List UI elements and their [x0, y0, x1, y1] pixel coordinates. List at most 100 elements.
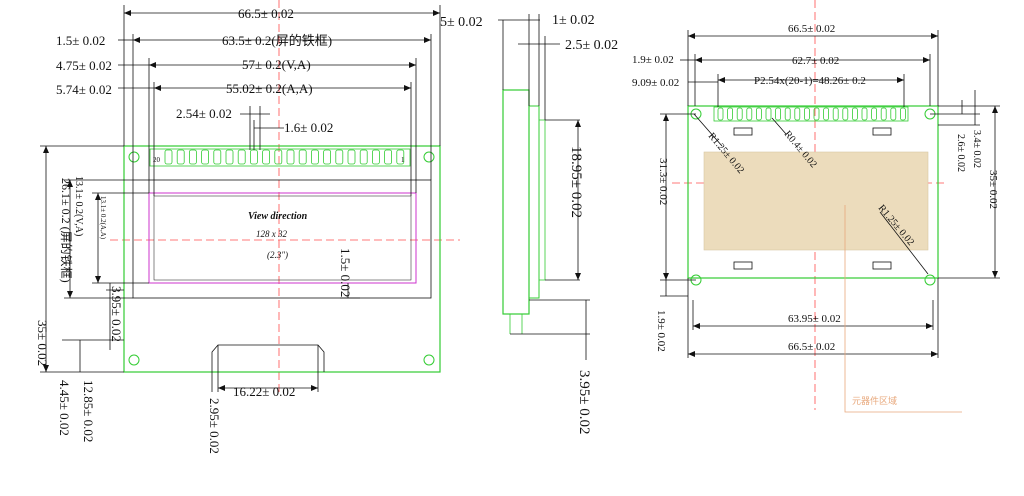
header-pin	[861, 107, 868, 121]
front-pins	[164, 149, 405, 165]
size-label: (2.3")	[267, 250, 288, 260]
dim-overall-height: 35± 0.02	[35, 320, 50, 366]
dim-aa-width: 55.02± 0.2(A,A)	[226, 81, 313, 96]
dim-va-width: 57± 0.2(V,A)	[242, 57, 311, 72]
mounting-hole-bl	[128, 354, 140, 366]
header-pin	[237, 149, 246, 165]
side-pin-header	[538, 119, 546, 281]
mounting-hole-br	[423, 354, 435, 366]
dim-back-3-4: 3.4± 0.02	[971, 130, 982, 168]
header-pin	[890, 107, 897, 121]
header-pin	[727, 107, 733, 121]
header-pin	[900, 107, 906, 121]
header-pin	[176, 149, 185, 165]
back-slot-tl	[733, 127, 753, 136]
header-pin	[823, 107, 829, 121]
header-pin	[832, 107, 839, 121]
pin-label-last: 1	[401, 156, 405, 164]
header-pin	[286, 149, 295, 165]
side-lcd-body	[528, 105, 540, 299]
dim-4-45: 4.45± 0.02	[57, 380, 72, 436]
header-pin	[323, 149, 332, 165]
dim-12-85: 12.85± 0.02	[81, 380, 96, 442]
dim-back-35: 35± 0.02	[987, 170, 999, 209]
dim-back-pin-row: P2.54x(20-1)=48.26± 0.2	[754, 75, 866, 87]
header-pin	[746, 107, 753, 121]
header-pin	[359, 149, 368, 165]
header-pin	[310, 149, 319, 165]
header-pin	[784, 107, 791, 121]
dim-16-22: 16.22± 0.02	[233, 384, 295, 399]
header-pin	[852, 107, 858, 121]
header-pin	[249, 149, 258, 165]
back-pcb-outline	[687, 105, 939, 279]
viewing-area	[148, 192, 417, 284]
dim-left-1-5: 1.5± 0.02	[56, 33, 105, 48]
resolution-label: 128 x 32	[256, 229, 287, 239]
dim-side-1: 1± 0.02	[552, 13, 595, 28]
back-slot-bl	[733, 261, 753, 270]
dim-frame-width: 63.5± 0.2(屏的铁框)	[222, 33, 332, 48]
dim-back-66-5-top: 66.5± 0.02	[788, 23, 835, 35]
dim-back-1-9: 1.9± 0.02	[632, 54, 674, 66]
dim-1-5-right: 1.5± 0.02	[338, 248, 353, 297]
dim-back-63-95: 63.95± 0.02	[788, 313, 841, 325]
side-pcb	[502, 89, 530, 315]
dim-side-18-95: 18.95± 0.02	[568, 146, 584, 218]
dim-frame-height: 26.1± 0.2 (屏的铁框)	[59, 178, 74, 283]
header-pin	[736, 107, 743, 121]
dim-side-5: 5± 0.02	[440, 15, 483, 30]
header-pin	[298, 149, 307, 165]
dim-side-2-5: 2.5± 0.02	[565, 38, 618, 53]
dim-left-5-74: 5.74± 0.02	[56, 82, 112, 97]
header-pin	[717, 107, 724, 121]
back-pin-strip	[713, 106, 909, 122]
mounting-hole-tr	[423, 151, 435, 163]
mounting-hole-tl	[128, 151, 140, 163]
active-area	[153, 195, 412, 281]
component-area	[703, 151, 929, 251]
back-hole-br	[924, 274, 936, 286]
dim-pin-pitch: 2.54± 0.02	[176, 106, 232, 121]
dim-back-1-9-bottom: 1.9± 0.02	[655, 310, 667, 352]
metal-frame-outline	[132, 179, 432, 299]
header-pin	[775, 107, 781, 121]
header-pin	[274, 149, 283, 165]
back-slot-br	[872, 261, 892, 270]
header-pin	[384, 149, 393, 165]
front-pcb-outline	[123, 145, 441, 373]
header-pin	[813, 107, 820, 121]
header-pin	[765, 107, 772, 121]
dim-side-3-95: 3.95± 0.02	[576, 370, 592, 434]
header-pin	[347, 149, 356, 165]
back-view: 元器件区域 66.5± 0.02 62.7± 0.02 P2.54x(20-1)…	[632, 0, 1000, 413]
dim-back-31-3: 31.3± 0.02	[657, 158, 669, 205]
header-pin	[804, 107, 810, 121]
dim-aa-height: 13.1± 0.2(A,A)	[99, 196, 107, 240]
header-pin	[201, 149, 210, 165]
front-view: 20 1 View direction 128 x 32 (2.3")	[35, 0, 460, 454]
dim-3-95-left: 3.95± 0.02	[109, 286, 124, 342]
dim-left-4-75: 4.75± 0.02	[56, 58, 112, 73]
header-pin	[880, 107, 887, 121]
header-pin	[164, 149, 173, 165]
bottom-cutout	[211, 344, 325, 372]
back-slot-tr	[872, 127, 892, 136]
side-view: 5± 0.02 1± 0.02 2.5± 0.02 18.95± 0.02 3.…	[440, 13, 618, 434]
back-pins	[717, 107, 906, 121]
dim-va-height: 13.1± 0.2(V,A)	[73, 176, 84, 236]
pin-label-first: 20	[153, 156, 161, 164]
header-pin	[371, 149, 380, 165]
header-pin	[225, 149, 234, 165]
header-pin	[213, 149, 222, 165]
dim-overall-width: 66.5± 0.02	[238, 6, 294, 21]
dim-back-9-09: 9.09± 0.02	[632, 77, 679, 89]
component-area-label: 元器件区域	[852, 395, 897, 407]
header-pin	[335, 149, 344, 165]
header-pin	[756, 107, 762, 121]
dim-back-62-7: 62.7± 0.02	[792, 55, 839, 67]
header-pin	[188, 149, 197, 165]
header-pin	[396, 149, 405, 165]
front-pin-strip	[149, 148, 411, 167]
